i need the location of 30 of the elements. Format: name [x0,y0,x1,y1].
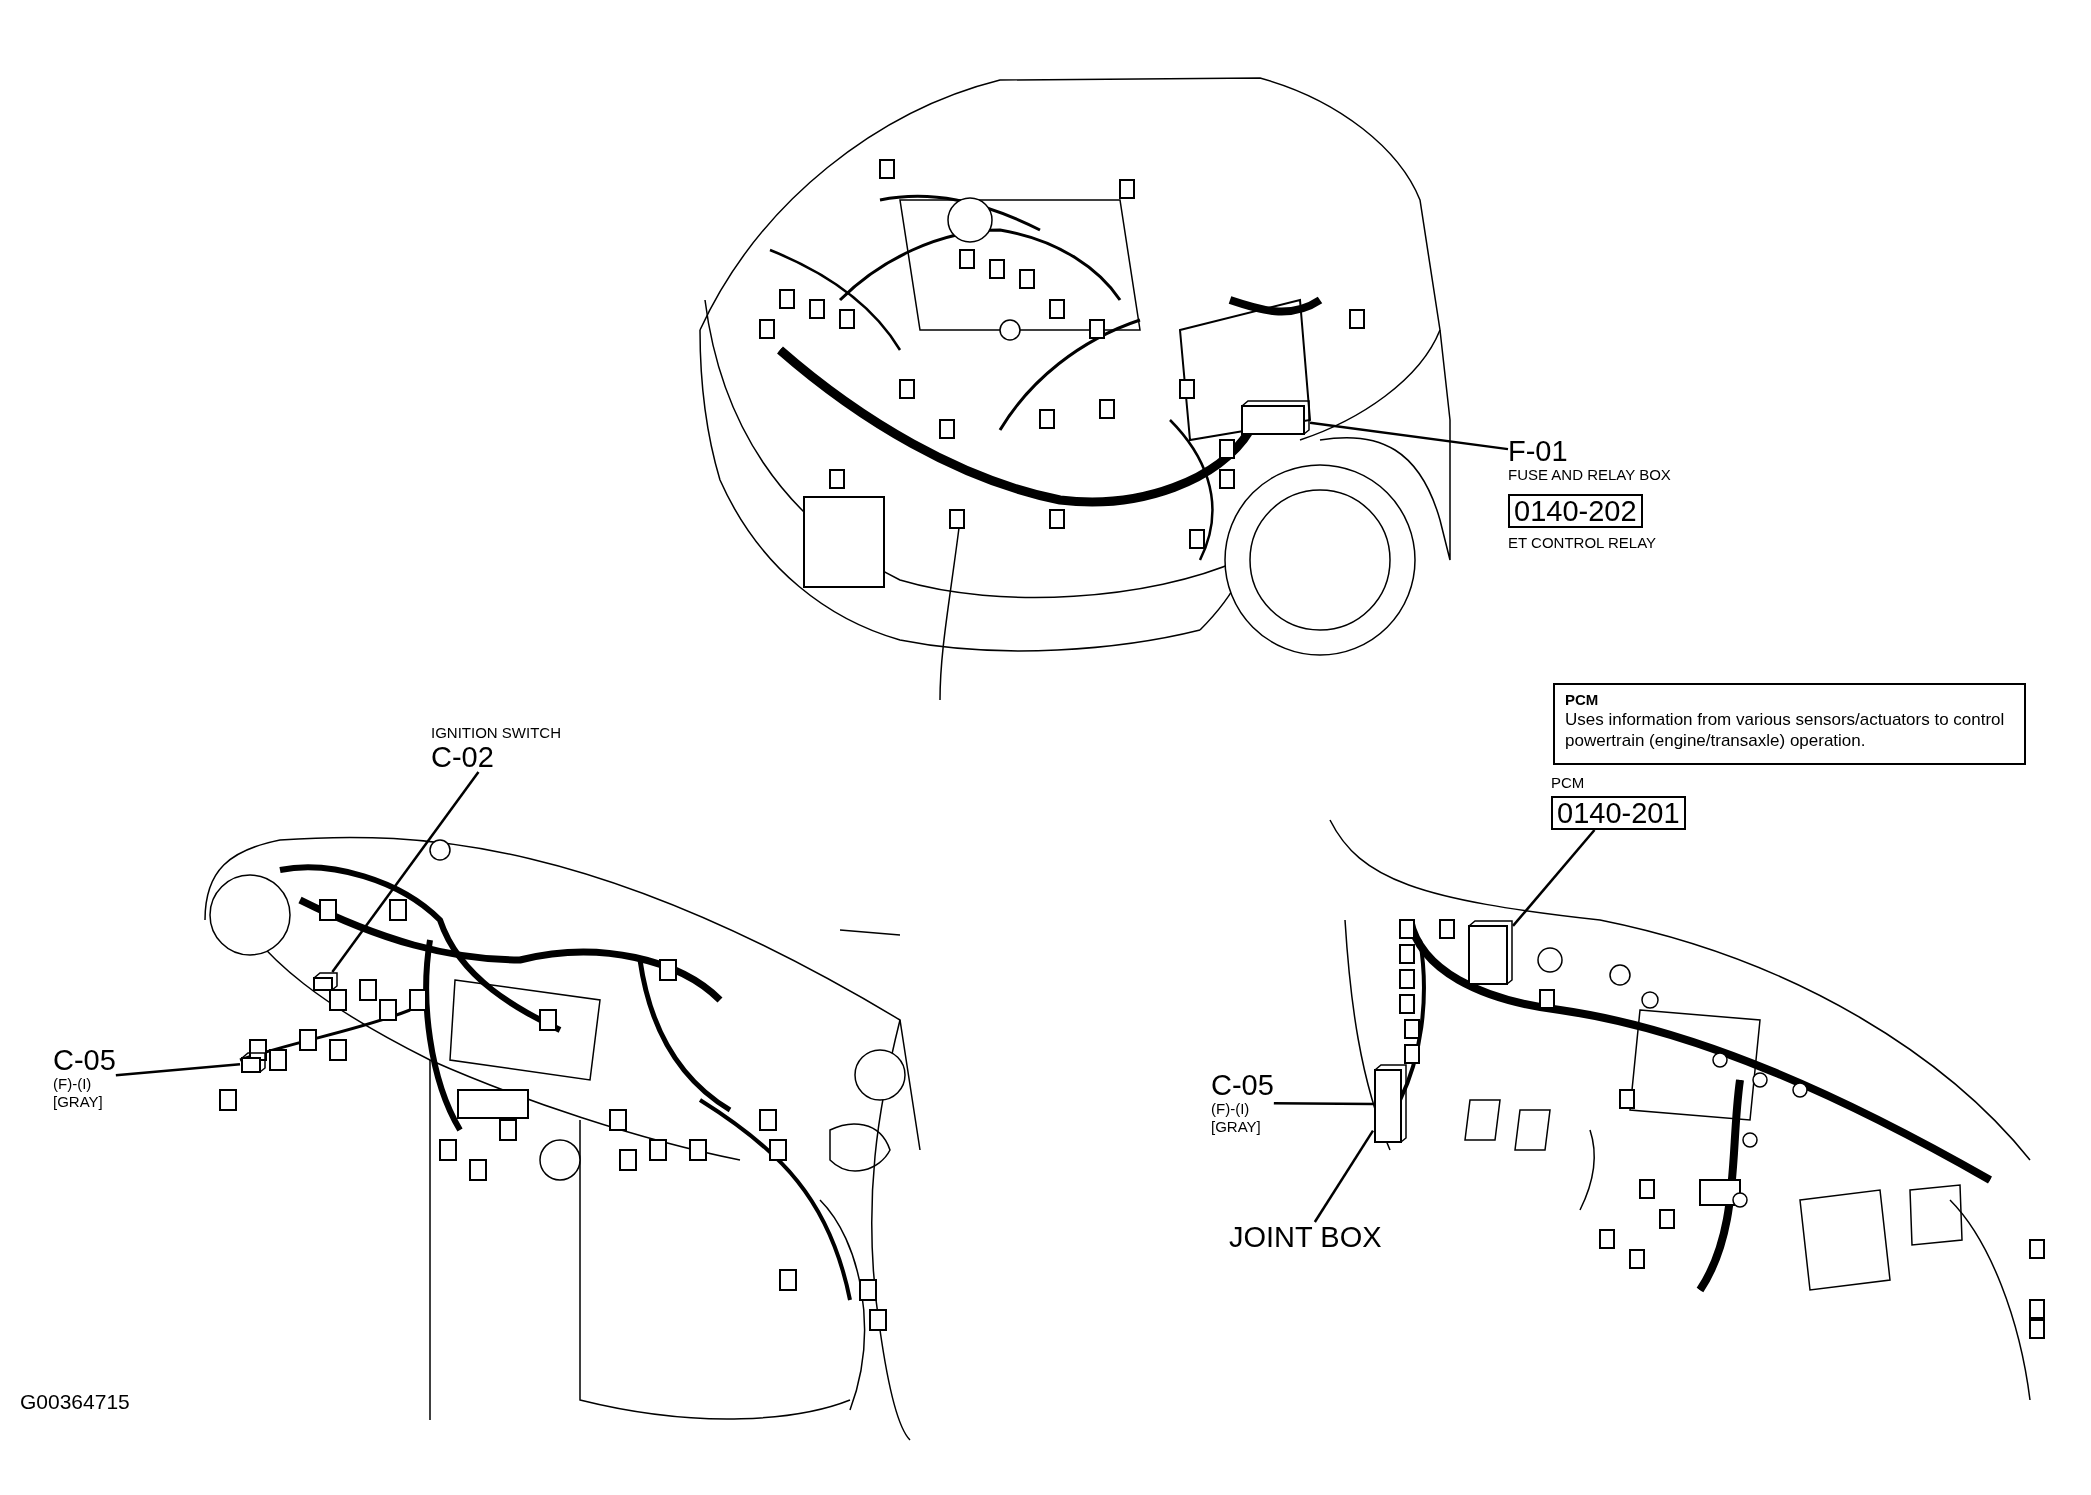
component-caption: ET CONTROL RELAY [1508,534,1657,552]
info-box [1553,683,2026,765]
connector-note: (F)-(I) [53,1075,93,1093]
leader-line [331,771,480,973]
fuse-box-drawing [1240,400,1310,436]
connector-note: FUSE AND RELAY BOX [1508,466,1671,484]
connector-note: [GRAY] [53,1093,104,1111]
component-caption: PCM [1551,774,1586,792]
connector-note: (F)-(I) [1211,1100,1251,1118]
connector-code: C-05 [1211,1070,1274,1100]
info-heading: PCM [1565,691,1600,709]
info-text: Uses information from various sensors/actuators to control powertrain (engine/transaxle) operation. [1565,709,2006,751]
connector-note: [GRAY] [1211,1118,1262,1136]
leader-line [115,1062,241,1077]
component-name: JOINT BOX [1229,1222,1382,1252]
control-module-drawing [1467,920,1513,986]
connector-drawing [312,972,338,992]
connector-code: F-01 [1508,436,1569,466]
connector-code: C-02 [431,742,495,772]
connector-drawing [240,1052,266,1074]
connector-code: C-05 [53,1045,116,1075]
leader-line [1512,829,1596,927]
component-caption: IGNITION SWITCH [431,724,561,742]
figure-code: G00364715 [20,1390,130,1414]
leader-line [1273,1101,1373,1106]
leader-line [1309,421,1509,451]
leader-line [1313,1130,1375,1223]
reference-number: 0140-202 [1508,494,1643,528]
reference-number: 0140-201 [1551,796,1686,830]
joint-box-drawing [1373,1064,1407,1144]
